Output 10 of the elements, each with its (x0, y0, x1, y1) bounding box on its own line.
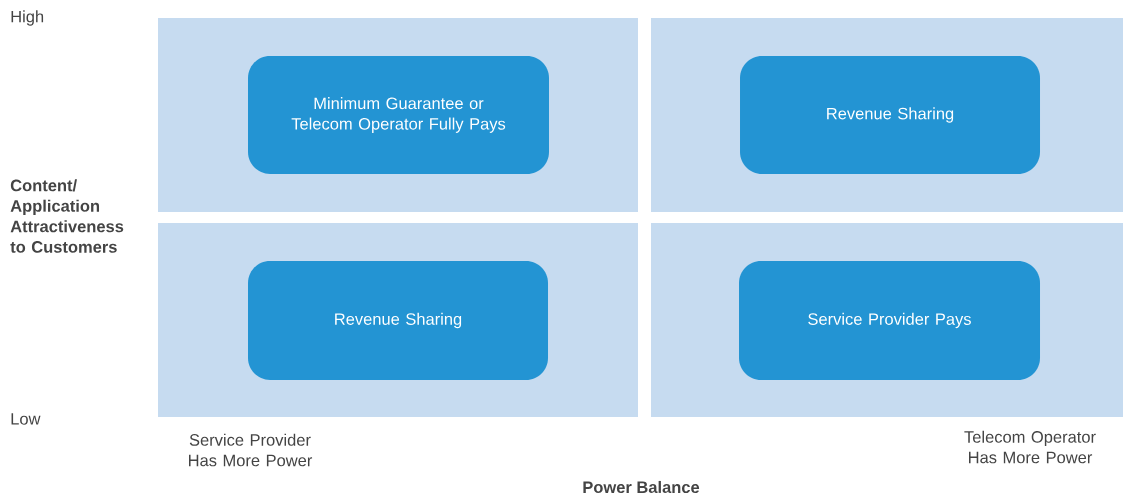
option-box: Minimum Guarantee or Telecom Operator Fully Pays (248, 56, 549, 174)
option-box: Revenue Sharing (740, 56, 1040, 174)
option-box: Revenue Sharing (248, 261, 548, 380)
axis-title: Power Balance (583, 480, 700, 494)
option-box: Service Provider Pays (739, 261, 1040, 380)
axis-label: Telecom Operator Has More Power (964, 430, 1096, 464)
axis-label: High (11, 10, 44, 26)
axis-label: Service Provider Has More Power (189, 433, 313, 467)
axis-title: Content/ Application Attractiveness to Customers (10, 179, 124, 253)
axis-label: Low (11, 413, 41, 425)
